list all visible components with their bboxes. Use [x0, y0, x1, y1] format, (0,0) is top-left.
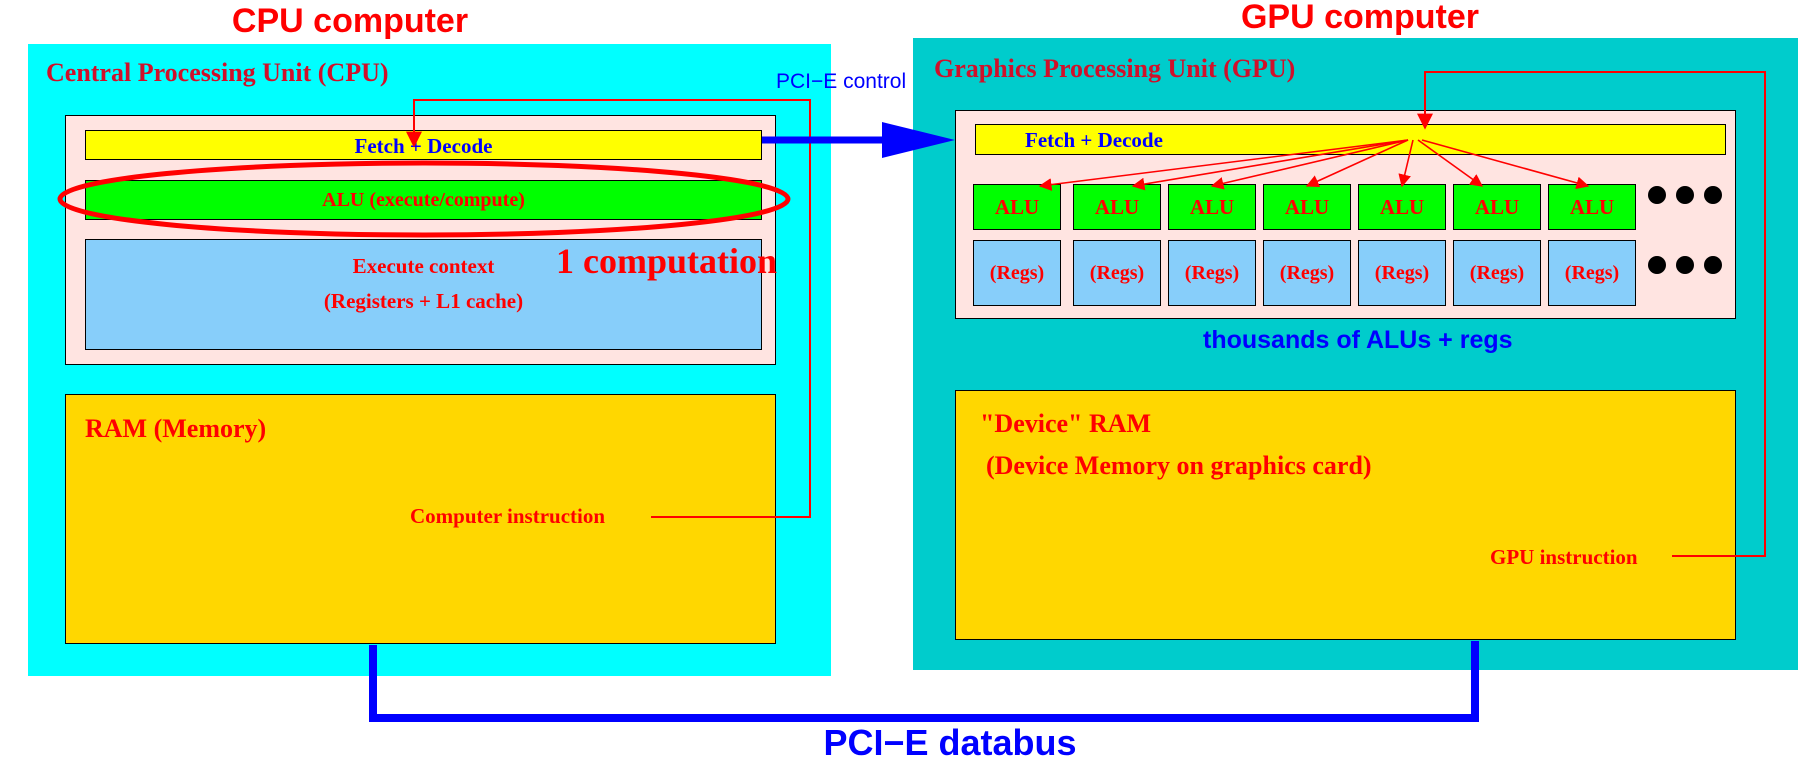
gpu-regs-cell: (Regs): [1263, 240, 1351, 306]
cpu-alu: ALU (execute/compute): [85, 180, 762, 220]
gpu-fetch-decode-label: Fetch + Decode: [1025, 128, 1163, 152]
pcie-control-label: PCI−E control: [776, 70, 907, 93]
cpu-execute-context-line2: (Registers + L1 cache): [323, 289, 524, 313]
pcie-databus-line: [369, 641, 1479, 722]
ellipsis-dot-icon: [1676, 256, 1694, 274]
gpu-computer-title: GPU computer: [1240, 0, 1480, 36]
ellipsis-dot-icon: [1648, 186, 1666, 204]
ellipsis-dot-icon: [1704, 186, 1722, 204]
gpu-unit-label: Graphics Processing Unit (GPU): [934, 54, 1296, 83]
gpu-regs-cell: (Regs): [1358, 240, 1446, 306]
ellipsis-dot-icon: [1676, 186, 1694, 204]
cpu-ram-label: RAM (Memory): [85, 414, 267, 443]
gpu-ram-label-line1: "Device" RAM: [980, 409, 1152, 438]
gpu-regs-cell: (Regs): [1168, 240, 1256, 306]
cpu-instruction-label: Computer instruction: [410, 504, 606, 528]
gpu-alu-cell: ALU: [1073, 184, 1161, 230]
gpu-regs-cell: (Regs): [1453, 240, 1541, 306]
gpu-regs-cell: (Regs): [973, 240, 1061, 306]
cpu-unit-label: Central Processing Unit (CPU): [46, 58, 389, 87]
gpu-instruction-path: [1417, 71, 1766, 557]
pcie-databus-label: PCI−E databus: [823, 722, 1077, 763]
gpu-caption: thousands of ALUs + regs: [1203, 326, 1513, 354]
gpu-alu-cell: ALU: [1548, 184, 1636, 230]
one-computation-annotation: 1 computation: [556, 241, 778, 281]
pcie-control-arrowhead: [882, 122, 955, 158]
gpu-regs-cell: (Regs): [1073, 240, 1161, 306]
cpu-computer-title: CPU computer: [231, 2, 469, 40]
cpu-execute-context-line1: Execute context: [352, 254, 495, 278]
alu-highlight-ellipse: [57, 160, 791, 238]
gpu-fanout-arrows: [1038, 139, 1590, 191]
gpu-instruction-label: GPU instruction: [1490, 545, 1638, 569]
gpu-alu-cell: ALU: [1453, 184, 1541, 230]
gpu-regs-cell: (Regs): [1548, 240, 1636, 306]
cpu-instruction-path: [406, 99, 811, 518]
gpu-alu-cell: ALU: [973, 184, 1061, 230]
cpu-ram-block: [65, 394, 776, 644]
gpu-ram-label-line2: (Device Memory on graphics card): [986, 451, 1372, 480]
gpu-alu-cell: ALU: [1263, 184, 1351, 230]
cpu-fetch-decode: Fetch + Decode: [85, 130, 762, 160]
gpu-alu-cell: ALU: [1358, 184, 1446, 230]
ellipsis-dot-icon: [1704, 256, 1722, 274]
cpu-execute-context: [85, 239, 762, 350]
ellipsis-dot-icon: [1648, 256, 1666, 274]
gpu-device-ram-block: [955, 390, 1736, 640]
